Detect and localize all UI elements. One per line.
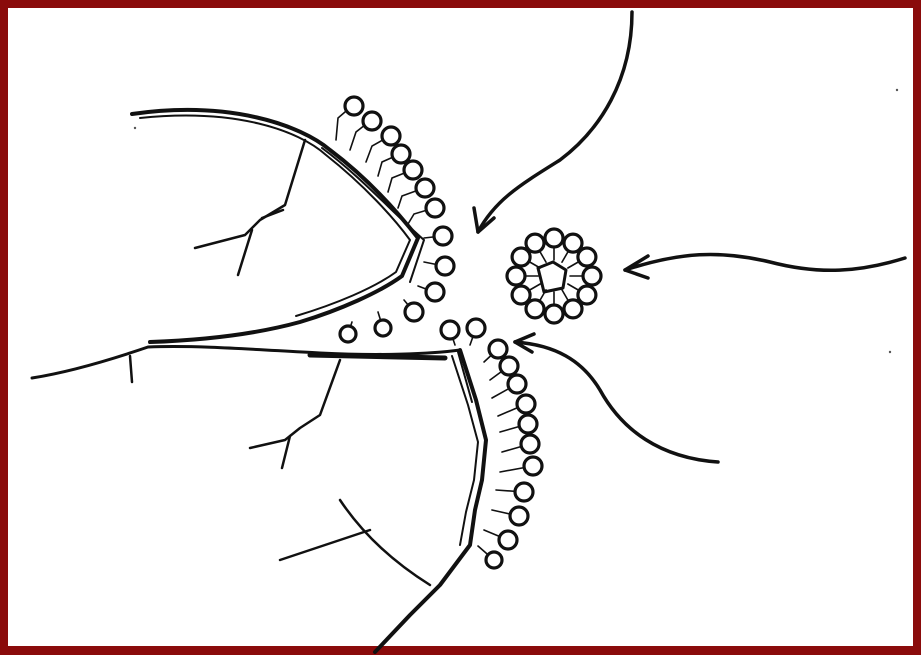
phospholipid-heads-lower <box>441 319 542 568</box>
micelle-tail <box>530 284 540 290</box>
micelle-tail <box>540 252 546 262</box>
speck <box>896 89 898 91</box>
micelle-head <box>512 286 530 304</box>
micelle-head <box>545 305 563 323</box>
lipid-head <box>524 457 542 475</box>
lipid-head <box>467 319 485 337</box>
lipid-head <box>426 199 444 217</box>
lipid-head <box>486 552 502 568</box>
micelle-tail <box>568 262 578 268</box>
arrow-lower-right <box>515 334 718 462</box>
micelle-head <box>526 300 544 318</box>
lipid-head <box>508 375 526 393</box>
micelle-head <box>545 229 563 247</box>
arrow-right <box>625 254 905 278</box>
lipid-head <box>436 257 454 275</box>
lipid-head <box>521 435 539 453</box>
micelle-head <box>583 267 601 285</box>
micelle-tail <box>530 262 540 268</box>
lower-cell-boundary <box>32 347 486 652</box>
micelle <box>507 229 601 323</box>
speck <box>889 351 891 353</box>
lipid-head <box>416 179 434 197</box>
lipid-head <box>517 395 535 413</box>
lipid-head <box>382 127 400 145</box>
micelle-head <box>578 248 596 266</box>
phospholipid-heads-upper <box>336 97 454 342</box>
lipid-head <box>434 227 452 245</box>
micelle-tail <box>562 290 568 300</box>
micelle-head <box>526 234 544 252</box>
lipid-head <box>441 321 459 339</box>
upper-cell-boundary <box>132 110 424 342</box>
micelle-head <box>512 248 530 266</box>
micelle-head <box>507 267 525 285</box>
micelle-tail <box>568 284 578 290</box>
lipid-head <box>510 507 528 525</box>
lipid-head <box>392 145 410 163</box>
micelle-head <box>564 300 582 318</box>
lipid-head <box>489 340 507 358</box>
lipid-head <box>404 161 422 179</box>
lipid-head <box>500 357 518 375</box>
speck <box>134 127 136 129</box>
lipid-head <box>405 303 423 321</box>
lipid-head <box>519 415 537 433</box>
micelle-tail <box>562 252 568 262</box>
micelle-head <box>578 286 596 304</box>
lipid-head <box>375 320 391 336</box>
arrow-top <box>474 12 632 232</box>
micelle-head <box>564 234 582 252</box>
lipid-head <box>345 97 363 115</box>
lipid-head <box>515 483 533 501</box>
lipid-head <box>499 531 517 549</box>
lipid-head <box>340 326 356 342</box>
lipid-head <box>426 283 444 301</box>
lipid-head <box>363 112 381 130</box>
